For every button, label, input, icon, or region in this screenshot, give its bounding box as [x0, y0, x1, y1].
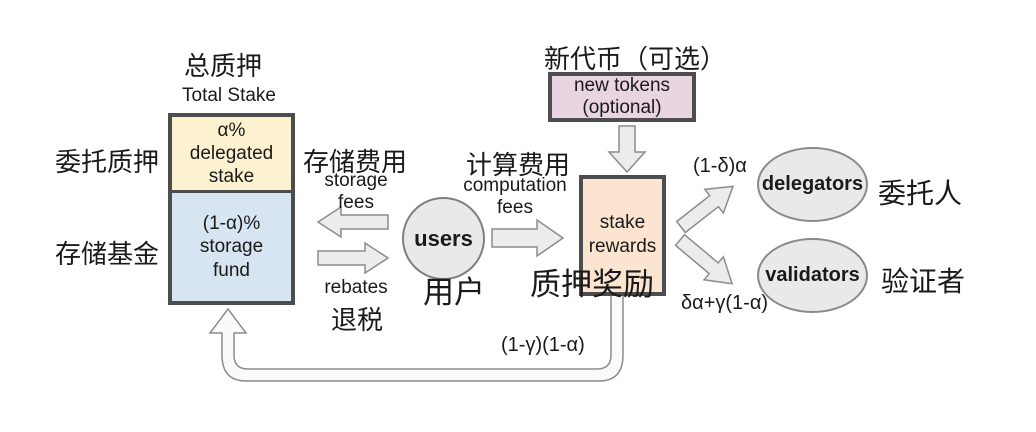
- users-node: users: [402, 197, 485, 280]
- storage-fees-label-en: storage fees: [324, 170, 388, 214]
- validators-node-label: validators: [765, 264, 860, 286]
- rebates-label-zh: 退税: [331, 305, 384, 335]
- storage-fund-section: (1-α)% storage fund: [172, 193, 291, 301]
- delegators-node-label: delegators: [761, 173, 864, 195]
- storage-fees-arrow: [316, 205, 389, 239]
- storage-fund-share-formula: (1-γ)(1-α): [501, 334, 585, 356]
- storage-fund-feedback-arrow: [208, 293, 624, 382]
- new-tokens-box: new tokens (optional): [548, 72, 696, 122]
- delegated-stake-pct: α%: [217, 119, 246, 141]
- computation-fees-label-zh: 计算费用: [466, 150, 571, 180]
- storage-fund-pct: (1-α)%: [202, 213, 261, 235]
- delegators-label-zh: 委托人: [878, 178, 963, 209]
- delegated-stake-label-zh: 委托质押: [55, 147, 160, 177]
- validators-share-formula: δα+γ(1-α): [681, 292, 769, 314]
- storage-fund-word1: storage: [199, 236, 264, 258]
- delegators-share-arrow: [675, 185, 735, 234]
- validators-label-zh: 验证者: [881, 266, 966, 297]
- delegators-node: delegators: [757, 147, 868, 222]
- stake-rewards-label-zh: 质押奖励: [530, 267, 654, 302]
- rebates-label-en: rebates: [324, 277, 388, 298]
- storage-fees-label-zh: 存储费用: [303, 147, 408, 177]
- delegators-share-formula: (1-δ)α: [693, 155, 747, 177]
- new-tokens-line2: (optional): [582, 97, 662, 118]
- total-stake-heading-en: Total Stake: [182, 85, 276, 106]
- stake-rewards-box: stake rewards: [579, 175, 666, 296]
- computation-fees-label-en: computation fees: [463, 175, 567, 219]
- validators-share-arrow: [674, 233, 734, 285]
- delegated-stake-section: α% delegated stake: [172, 117, 291, 193]
- rebates-arrow: [317, 241, 390, 275]
- delegated-stake-word2: stake: [208, 166, 255, 188]
- users-node-label: users: [414, 225, 473, 251]
- validators-node: validators: [757, 238, 868, 313]
- total-stake-box: α% delegated stake (1-α)% storage fund: [168, 113, 295, 305]
- stake-rewards-line1: stake: [599, 212, 646, 233]
- new-tokens-line1: new tokens: [573, 74, 671, 96]
- delegated-stake-word1: delegated: [189, 142, 274, 164]
- storage-fund-word2: fund: [213, 259, 250, 281]
- new-tokens-heading-zh: 新代币（可选）: [544, 44, 727, 74]
- computation-fees-arrow: [491, 218, 565, 258]
- storage-fund-label-zh: 存储基金: [55, 239, 160, 269]
- stake-rewards-line2: rewards: [588, 235, 657, 257]
- total-stake-heading-zh: 总质押: [184, 51, 263, 81]
- new-tokens-arrow: [607, 125, 647, 174]
- users-label-zh: 用户: [423, 275, 485, 310]
